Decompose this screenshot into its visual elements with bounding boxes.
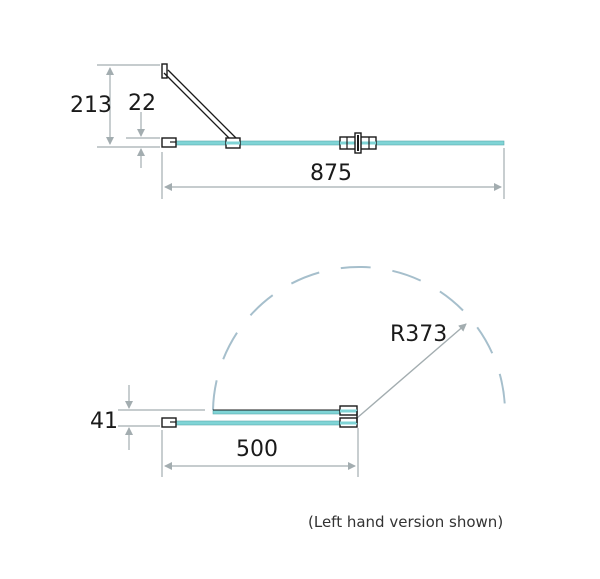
dimension-label-213: 213 bbox=[70, 93, 112, 118]
dimension-label-41: 41 bbox=[90, 409, 118, 434]
dimension-label-22: 22 bbox=[128, 91, 156, 116]
angled-panel-outline-a bbox=[163, 72, 233, 142]
fixed-glass-panel bbox=[175, 420, 357, 426]
version-note: (Left hand version shown) bbox=[308, 513, 504, 531]
bottom-view: R373 41 500 bbox=[90, 266, 507, 477]
wall-bracket-top bbox=[161, 63, 168, 79]
radius-line bbox=[356, 323, 467, 419]
open-door-panel bbox=[212, 409, 356, 415]
door-swing-arc bbox=[212, 266, 507, 417]
angled-panel-outline-b bbox=[167, 69, 238, 140]
top-view: 213 22 875 bbox=[70, 63, 505, 199]
dimension-label-500: 500 bbox=[236, 437, 278, 462]
dimension-label-radius: R373 bbox=[390, 322, 447, 347]
dimension-label-875: 875 bbox=[310, 161, 352, 186]
